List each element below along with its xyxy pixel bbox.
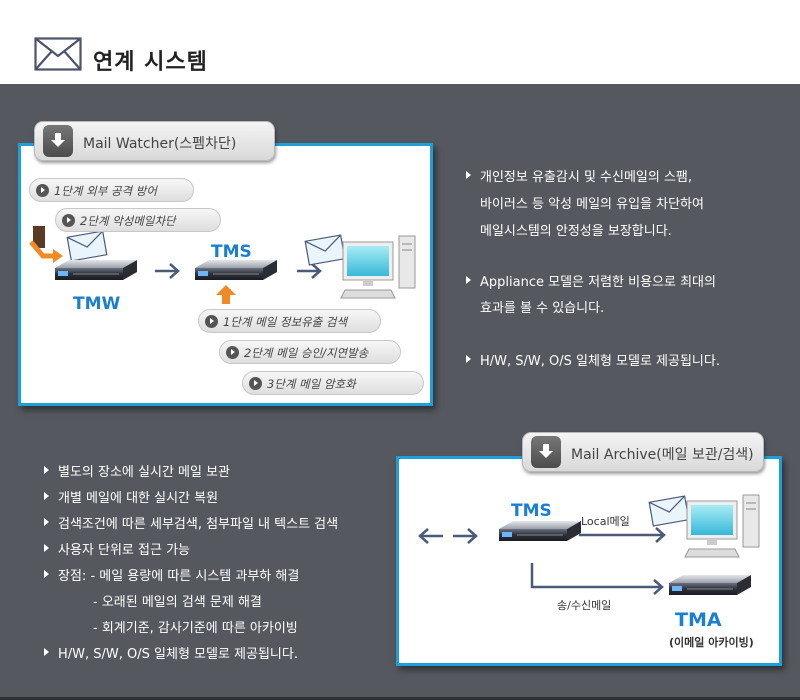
local-mail-label: Local메일 [581,515,630,528]
tms-server-icon [195,260,277,280]
tmw-label: TMW [73,294,121,314]
step-bottom-2: 2단계 메일 승인/지연발송 [219,340,401,364]
feature-line: 별도의 장소에 실시간 메일 보관 [58,465,231,480]
bullet-icon [44,518,49,526]
tma-sublabel: (이메일 아카이빙) [669,636,754,649]
mail-envelope-icon [648,495,690,527]
bullet-icon [44,466,49,474]
bidirectional-arrow-icon [418,528,478,544]
page-title: 연계 시스템 [93,50,208,75]
page-header: 연계 시스템 [0,0,800,84]
tms-label: TMS [511,501,552,521]
mail-watcher-diagram [29,226,416,304]
mail-archive-tab: Mail Archive(메일 보관/검색) [522,432,764,472]
download-icon [531,436,561,468]
mail-archive-panel: TMS Local메일 송/수신메일 TMA (이메일 아카이빙) [396,456,782,666]
description-line: 개인정보 유출감시 및 수신메일의 스팸, [480,170,693,185]
description-line: 메일시스템의 안정성을 보장합니다. [480,224,672,239]
local-mail-arrow-icon [579,527,666,543]
arrow-right-icon [155,263,180,279]
desktop-pc-icon [340,235,416,299]
envelope-icon [34,37,82,71]
feature-line: 장점: - 메일 용량에 따른 시스템 과부하 해결 [58,569,300,584]
incoming-mail-source-icon [29,226,63,263]
play-bullet-icon [226,346,239,359]
bullet-icon [44,492,49,500]
bullet-icon [44,648,49,656]
feature-line: 사용자 단위로 접근 가능 [58,543,190,558]
play-bullet-icon [205,315,218,328]
step-top-2: 2단계 악성메일차단 [55,208,221,232]
bullet-icon [466,276,471,284]
feature-line: 검색조건에 따른 세부검색, 첨부파일 내 텍스트 검색 [58,517,339,532]
tma-label: TMA [675,609,722,631]
send-receive-mail-label: 송/수신메일 [557,599,612,612]
description-line: 바이러스 등 악성 메일의 유입을 차단하여 [480,197,704,212]
mail-watcher-tab: Mail Watcher(스펨차단) [34,121,275,161]
play-bullet-icon [62,214,75,227]
step-bottom-1: 1단계 메일 정보유출 검색 [198,309,381,333]
description-line: Appliance 모델은 저렴한 비용으로 최대의 [480,275,716,290]
feature-line: H/W, S/W, O/S 일체형 모델로 제공됩니다. [58,647,298,662]
bottom-divider [0,697,800,700]
description-line: 효과를 볼 수 있습니다. [480,301,605,316]
description-line: H/W, S/W, O/S 일체형 모델로 제공됩니다. [480,354,720,369]
step-top-1: 1단계 외부 공격 방어 [29,178,194,202]
mail-envelope-icon [304,234,346,266]
bullet-icon [466,355,471,363]
step-bottom-3: 3단계 메일 암호화 [242,371,424,395]
play-bullet-icon [249,377,262,390]
desktop-pc-icon [684,494,760,558]
tms-server-icon [499,521,581,541]
tma-server-icon [669,575,751,595]
bullet-icon [44,544,49,552]
feature-line: 개별 메일에 대한 실시간 복원 [58,491,219,506]
mail-archive-tab-label: Mail Archive(메일 보관/검색) [571,447,754,463]
mail-envelope-icon [66,230,108,262]
feature-line: - 회계기준, 감사기준에 따른 아카이빙 [93,621,298,636]
bullet-icon [44,570,49,578]
mail-archive-diagram [418,494,760,595]
bullet-icon [466,171,471,179]
play-bullet-icon [36,184,49,197]
archive-mail-arrow-icon [530,563,664,595]
arrow-right-icon [297,263,322,279]
mail-watcher-panel: TMW TMS 1단계 외부 공격 방어 2단계 악성메일차단 1단계 메일 정… [18,143,433,406]
download-icon [43,125,73,157]
outbound-arrow-icon [216,285,236,304]
tms-label: TMS [211,242,252,262]
feature-line: - 오래된 메일의 검색 문제 해결 [93,595,262,610]
mail-watcher-tab-label: Mail Watcher(스펨차단) [83,136,237,152]
tmw-server-icon [55,260,137,280]
